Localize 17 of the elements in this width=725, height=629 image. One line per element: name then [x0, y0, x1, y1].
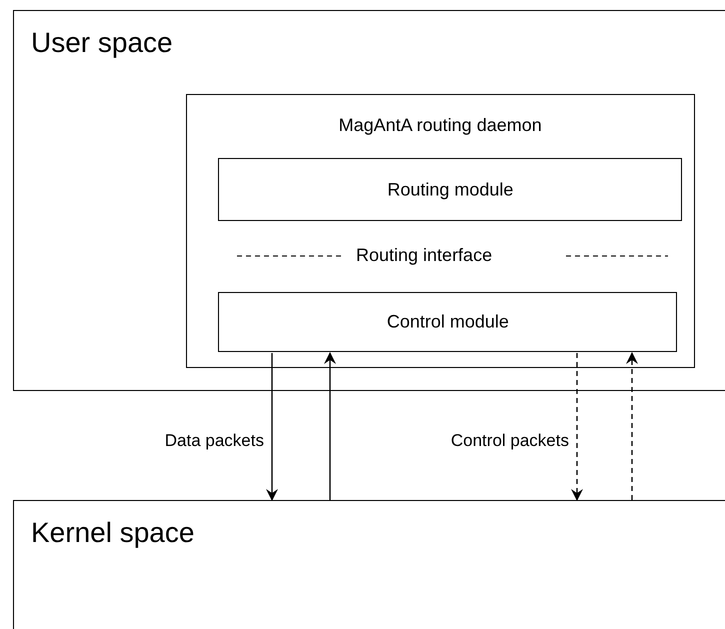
interface-label: Routing interface [356, 245, 492, 266]
edge-label: Control packets [450, 431, 569, 451]
process-box [218, 158, 682, 222]
kernel-space-region [13, 500, 725, 629]
daemon-box [186, 94, 695, 368]
process-box [218, 292, 678, 352]
heading: Control module [386, 312, 510, 333]
arrow [266, 353, 278, 501]
edge-label: Data packets [164, 431, 264, 451]
arrow [324, 352, 336, 500]
heading: User space [31, 27, 173, 59]
arrow [571, 353, 583, 501]
heading: MagAntA routing daemon [338, 114, 543, 136]
user-space-region [13, 10, 725, 391]
arrow [626, 352, 638, 500]
heading: Routing module [386, 179, 514, 200]
heading: Kernel space [31, 517, 194, 549]
